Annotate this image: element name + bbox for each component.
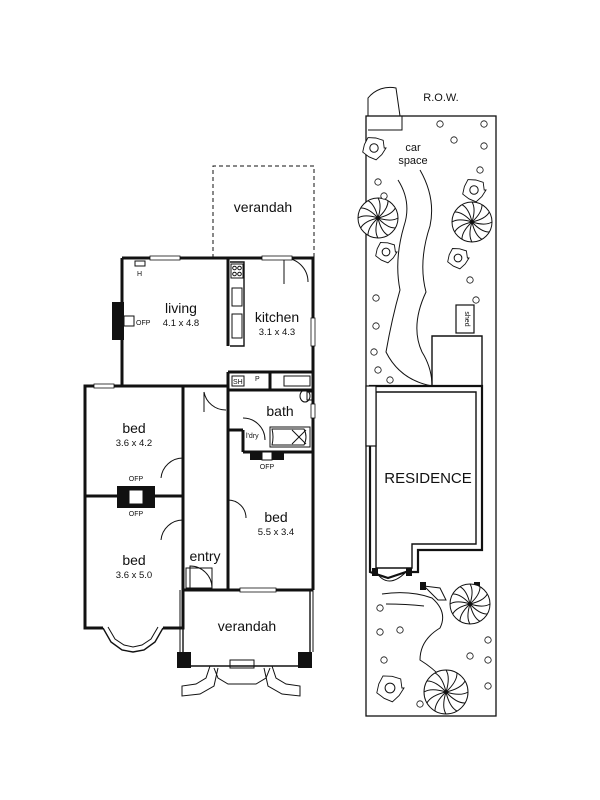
kitchen-label: kitchen (255, 309, 299, 325)
garden-path-left (385, 179, 433, 387)
bed2-fireplace-label: OFP (129, 511, 144, 518)
plant-dot-icon (372, 322, 380, 330)
tree-icon (451, 201, 493, 243)
bed3-dims: 5.5 x 3.4 (258, 527, 294, 538)
garden-path-right (416, 169, 433, 387)
tree-icon (423, 669, 469, 715)
rear-gate (367, 86, 401, 117)
sh-label: SH (233, 379, 243, 386)
heater-label: H (137, 271, 142, 278)
plant-dot-icon (436, 120, 444, 128)
entry-label: entry (189, 548, 220, 564)
plant-dot-icon (476, 166, 484, 174)
kitchen-dims: 3.1 x 4.3 (259, 327, 295, 338)
tree-icon (357, 197, 399, 239)
plant-dot-icon (374, 178, 382, 186)
plant-dot-icon (480, 120, 488, 128)
bed2-label: bed (122, 552, 145, 568)
laundry-label: l'dry (246, 433, 259, 440)
plant-dot-icon (450, 136, 458, 144)
plant-dot-icon (480, 142, 488, 150)
trees (357, 197, 493, 715)
bed3-label: bed (264, 509, 287, 525)
row-label: R.O.W. (423, 92, 458, 104)
shrubs (362, 120, 492, 708)
car-space-label-1: car (405, 142, 421, 154)
car-space-label-2: space (398, 155, 427, 167)
plant-dot-icon (386, 376, 394, 384)
plant-dot-icon (376, 604, 384, 612)
shrub-icon (375, 242, 398, 264)
plant-dot-icon (484, 636, 492, 644)
shrub-icon (462, 179, 487, 203)
plant-dot-icon (472, 296, 480, 304)
plant-dot-icon (380, 192, 388, 200)
bed2-dims: 3.6 x 5.0 (116, 570, 152, 581)
residence-label: RESIDENCE (384, 470, 472, 487)
plant-dot-icon (484, 656, 492, 664)
living-dims: 4.1 x 4.8 (163, 318, 199, 329)
floor-plan: verandah living 4.1 x 4.8 OFP H kitchen … (83, 165, 316, 697)
plant-dot-icon (374, 366, 382, 374)
bed1-fireplace-label: OFP (129, 476, 144, 483)
front-verandah-label: verandah (218, 618, 276, 634)
plant-dot-icon (484, 682, 492, 690)
bay-window (102, 627, 164, 653)
living-label: living (165, 300, 197, 316)
plant-dot-icon (466, 276, 474, 284)
plant-dot-icon (396, 626, 404, 634)
shrub-icon (447, 248, 470, 270)
site-plan: R.O.W. car space shed RESIDENCE (357, 86, 497, 717)
living-fireplace-label: OFP (136, 320, 151, 327)
bath-label: bath (266, 403, 293, 419)
bed1-label: bed (122, 420, 145, 436)
plant-dot-icon (380, 656, 388, 664)
pantry-label: P (255, 376, 260, 383)
exterior-wall (83, 256, 315, 630)
rear-verandah-label: verandah (234, 199, 292, 215)
tree-icon (449, 583, 491, 625)
plant-dot-icon (416, 700, 424, 708)
plant-dot-icon (376, 628, 384, 636)
plant-dot-icon (466, 652, 474, 660)
shrub-icon (362, 137, 387, 161)
shrub-icon (376, 675, 405, 703)
plant-dot-icon (372, 294, 380, 302)
bed1-dims: 3.6 x 4.2 (116, 438, 152, 449)
bed3-fireplace-label: OFP (260, 464, 275, 471)
plant-dot-icon (370, 348, 378, 356)
shed-label: shed (463, 311, 470, 326)
rear-verandah-outline (212, 165, 315, 258)
shed (455, 304, 475, 334)
